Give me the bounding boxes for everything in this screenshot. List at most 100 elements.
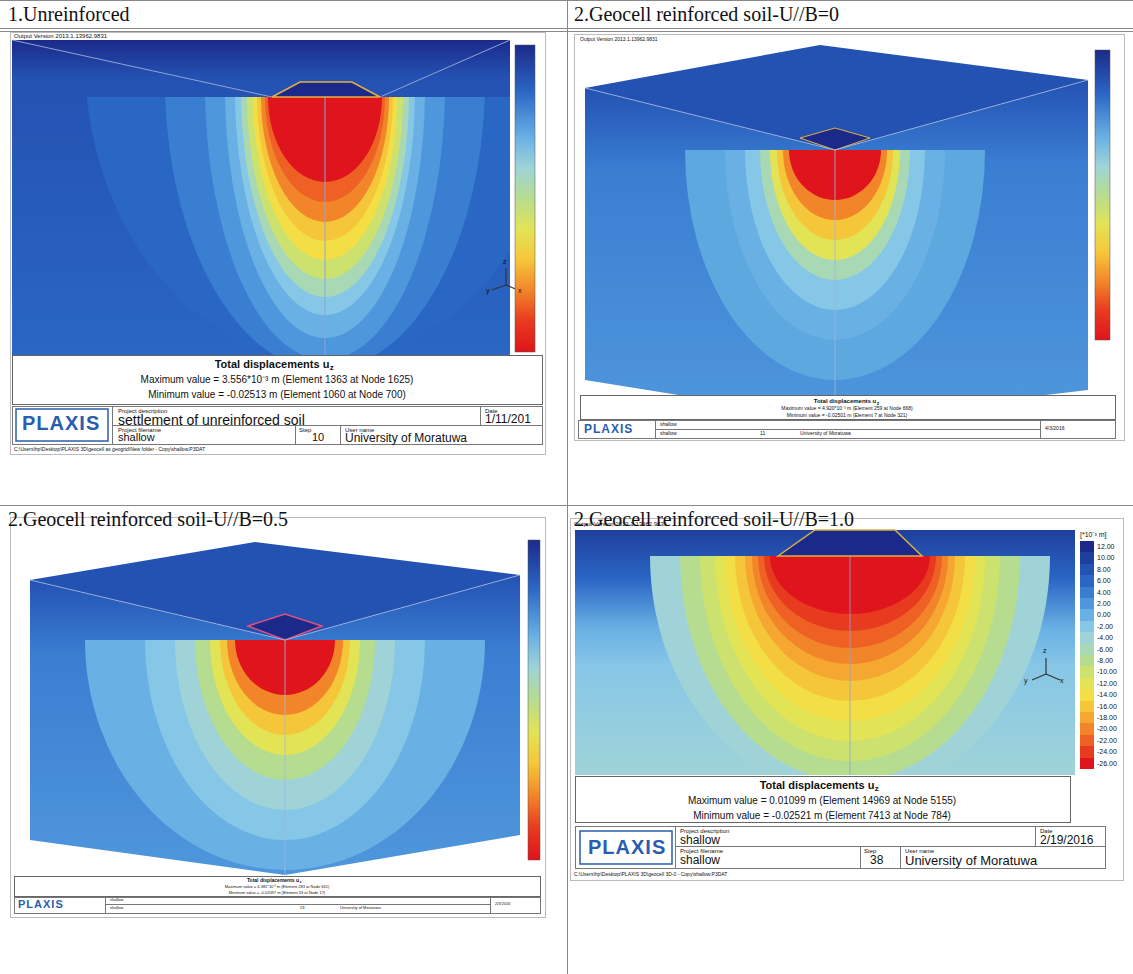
legend-value: 12.00 (1097, 543, 1115, 550)
legend-value: -2.00 (1097, 623, 1113, 630)
plaxis-illustration (1035, 826, 1036, 846)
plaxis-illustration (105, 904, 490, 905)
legend-swatch (1080, 575, 1094, 587)
legend-swatch (1080, 689, 1094, 701)
file-path: C:\Users\hp\Desktop\PLAXIS 3D\geocell 3D… (574, 872, 727, 877)
field-value: 4/3/2016 (1045, 426, 1064, 431)
version-text: Output Version 2013.1.13962.9831 (574, 521, 667, 527)
field-value: University of Moratuwa (905, 854, 1037, 868)
result-title: Total displacements u (247, 878, 299, 883)
plaxis-illustration (567, 0, 568, 974)
plaxis-illustration (1095, 50, 1110, 340)
legend-value: -12.00 (1097, 680, 1117, 687)
plaxis-illustration (0, 31, 1133, 32)
result-value: Minimum value = -0.02513 m (Element 1060… (148, 390, 406, 401)
legend-swatch (1080, 678, 1094, 690)
plaxis-illustration (585, 80, 1088, 150)
legend-value: -4.00 (1097, 634, 1113, 641)
plaxis-illustration (576, 826, 1107, 869)
plaxis-logo: PLAXIS (584, 423, 633, 436)
result-value: Maximum value = 4.920*10⁻³ m (Element 25… (781, 406, 912, 411)
plaxis-illustration (585, 80, 1088, 420)
plaxis-illustration (581, 396, 1116, 420)
plaxis-logo: PLAXIS (18, 899, 64, 911)
legend-value: 4.00 (1097, 589, 1111, 596)
plaxis-illustration (675, 826, 676, 869)
plaxis-illustration (30, 575, 520, 875)
legend-value: -14.00 (1097, 691, 1117, 698)
legend-swatch (1080, 598, 1094, 610)
legend-swatch (1080, 541, 1094, 553)
axis-label: x (1060, 677, 1064, 684)
field-value: shallow (660, 422, 677, 427)
result-value: Minimum value = -0.02521 m (Element 7413… (693, 811, 951, 822)
field-value: 23 (300, 906, 304, 910)
legend-value: -24.00 (1097, 748, 1117, 755)
plaxis-illustration (1040, 420, 1041, 439)
plaxis-illustration (295, 425, 296, 445)
plaxis-illustration (13, 407, 543, 445)
plaxis-illustration (528, 540, 540, 860)
legend-value: -6.00 (1097, 646, 1113, 653)
legend-value: -22.00 (1097, 737, 1117, 744)
plaxis-illustration (505, 268, 506, 285)
plaxis-illustration (650, 556, 1050, 775)
legend-swatch (1080, 723, 1094, 735)
plaxis-illustration (272, 82, 380, 97)
legend-value: 6.00 (1097, 577, 1111, 584)
plaxis-illustration (15, 877, 541, 897)
field-value: shallow (110, 906, 123, 910)
field-value: University of Moratuwa (800, 431, 851, 436)
field-value: 38 (870, 854, 883, 867)
legend-swatch (1080, 666, 1094, 678)
panel-heading: 1.Unreinforced (8, 4, 130, 25)
plaxis-illustration (85, 97, 510, 355)
legend-value: -18.00 (1097, 714, 1117, 721)
plaxis-illustration (680, 556, 1020, 775)
legend-value: -20.00 (1097, 725, 1117, 732)
legend-swatch (1080, 609, 1094, 621)
plaxis-illustration (13, 406, 544, 445)
plaxis-illustration (850, 556, 851, 775)
plaxis-illustration (0, 28, 1133, 29)
legend-swatch (1080, 632, 1094, 644)
plaxis-illustration (12, 40, 272, 97)
legend-swatch (1080, 655, 1094, 667)
panel-heading: 2.Geocell reinforced soil-U//B=0.5 (8, 509, 288, 530)
axis-label: z (503, 258, 507, 265)
plaxis-illustration (0, 505, 1133, 506)
result-title: Total displacements u (760, 780, 875, 792)
plaxis-illustration (165, 97, 485, 355)
plaxis-illustration (0, 0, 1133, 1)
legend-swatch (1080, 701, 1094, 713)
plaxis-illustration (480, 406, 481, 425)
plaxis-illustration (285, 640, 286, 875)
file-path: C:\Users\hp\Desktop\PLAXIS 3D\geocell as… (14, 447, 205, 452)
legend-value: 10.00 (1097, 554, 1115, 561)
field-value: shallow (660, 431, 677, 436)
plaxis-illustration (579, 420, 1116, 439)
plaxis-illustration (340, 425, 341, 445)
plaxis-logo: PLAXIS (588, 837, 666, 858)
result-value: Minimum value = -0.02501 m (Element 7 at… (787, 413, 907, 418)
plaxis-illustration (248, 614, 322, 640)
plaxis-illustration (15, 897, 541, 914)
legend-value: -10.00 (1097, 668, 1117, 675)
plaxis-illustration (515, 45, 535, 352)
legend-value: 0.00 (1097, 611, 1111, 618)
plaxis-illustration (576, 777, 1071, 823)
result-title-subscript: z (875, 785, 879, 793)
result-value: Minimum value = -0.02097 m (Element 33 a… (229, 891, 325, 895)
legend-swatch (1080, 552, 1094, 564)
legend-unit: [*10⁻³ m] (1080, 531, 1107, 538)
plaxis-illustration (655, 429, 1040, 430)
version-text: Output Version 2013.1.13962.9831 (14, 33, 107, 39)
plaxis-illustration (325, 97, 326, 355)
plaxis-illustration (800, 128, 870, 150)
plaxis-illustration (1046, 674, 1060, 680)
legend-swatch (1080, 758, 1094, 770)
plaxis-illustration (16, 409, 108, 441)
legend-swatch (1080, 587, 1094, 599)
